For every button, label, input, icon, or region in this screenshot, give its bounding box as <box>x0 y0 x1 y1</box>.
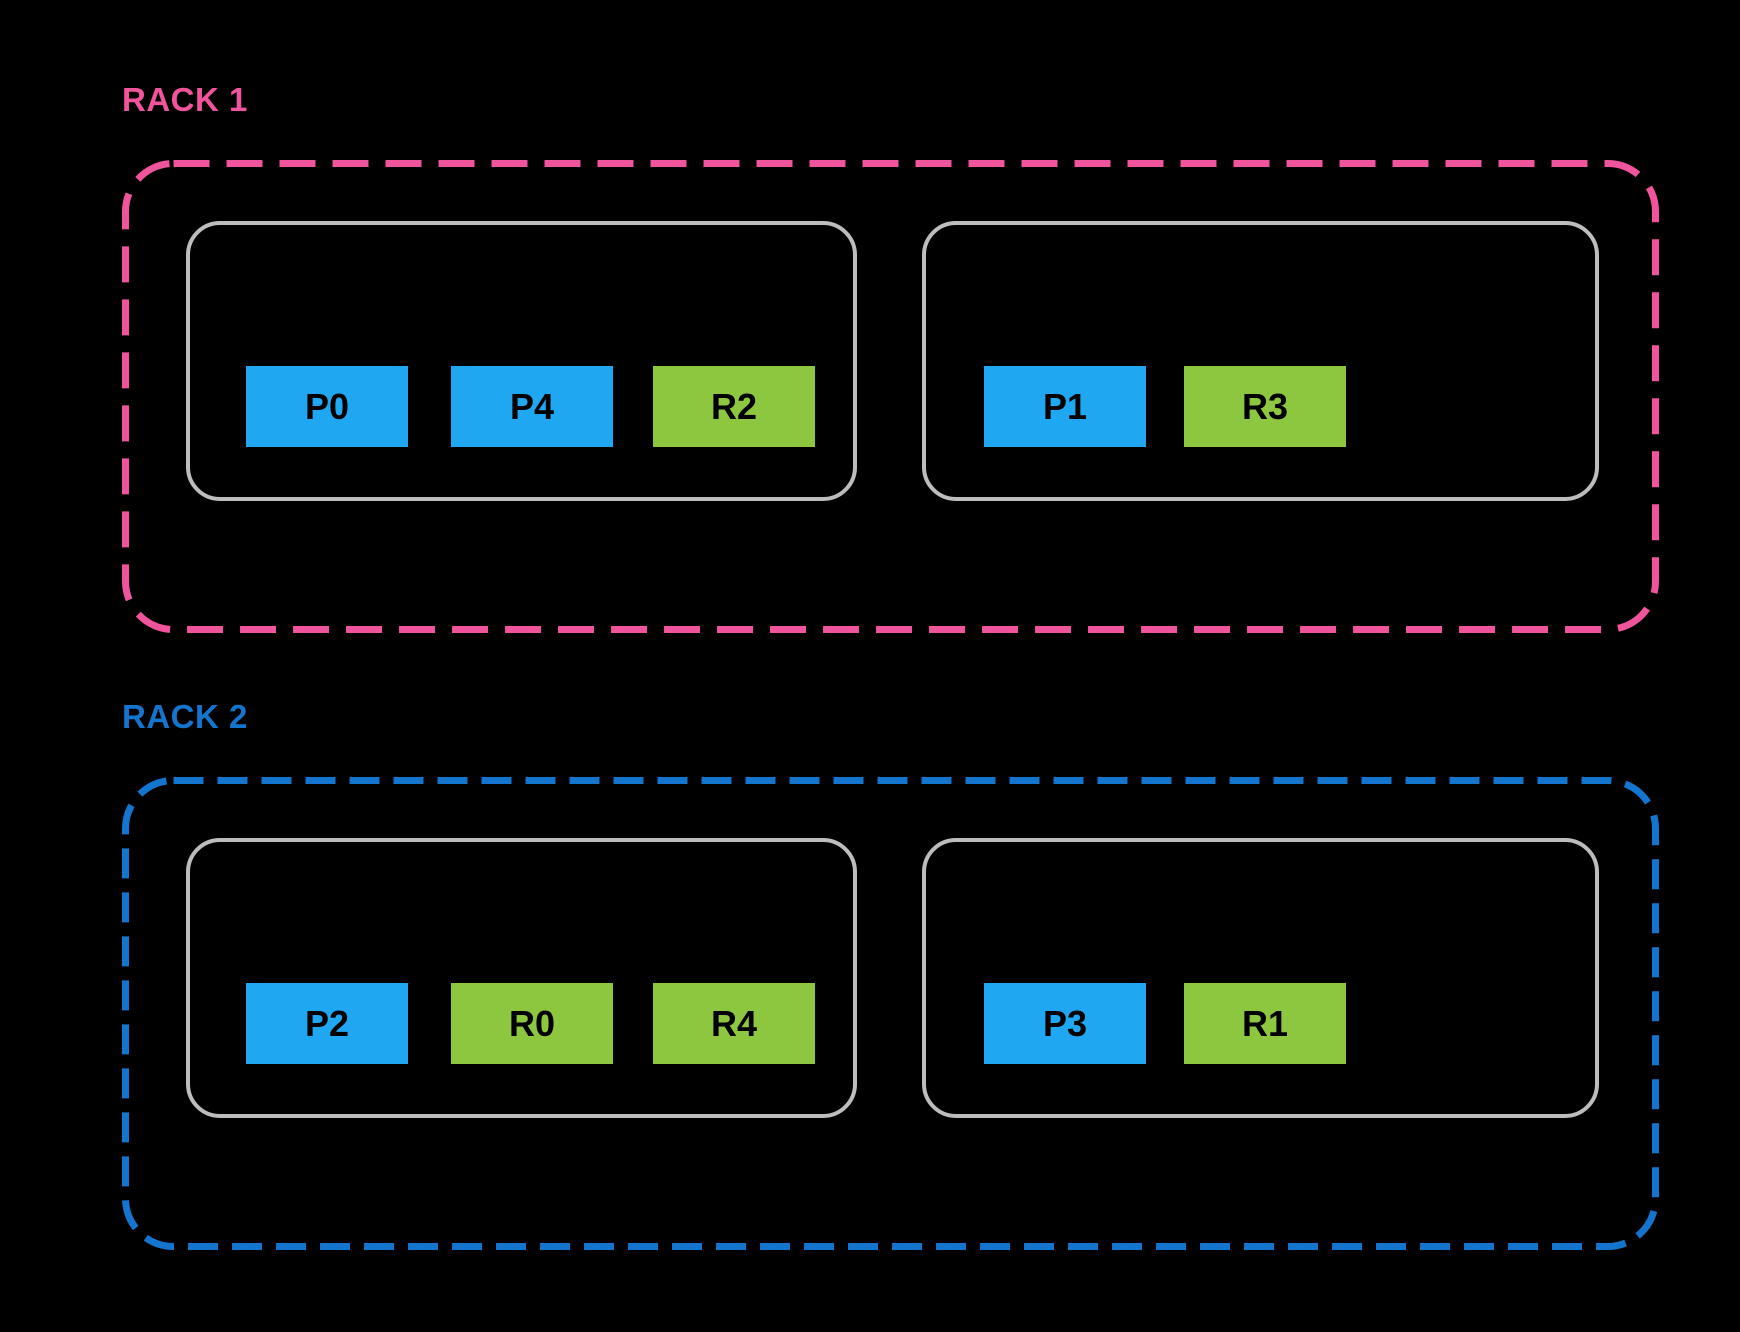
rack1-dashed-border <box>122 160 1659 633</box>
chip-p1: P1 <box>984 366 1146 447</box>
rack2-node-1: P2 R0 R4 <box>186 838 857 1118</box>
rack2-label: RACK 2 <box>122 698 248 735</box>
chip-r4: R4 <box>653 983 815 1064</box>
chip-p2: P2 <box>246 983 408 1064</box>
rack2-node-2: P3 R1 <box>922 838 1599 1118</box>
chip-p4: P4 <box>451 366 613 447</box>
chip-p0: P0 <box>246 366 408 447</box>
rack2-boundary: P2 R0 R4 P3 R1 <box>122 777 1659 1250</box>
chip-r1: R1 <box>1184 983 1346 1064</box>
rack2-dashed-border <box>122 777 1659 1250</box>
chip-r2: R2 <box>653 366 815 447</box>
rack1-node-1: P0 P4 R2 <box>186 221 857 501</box>
rack1-label: RACK 1 <box>122 81 248 118</box>
chip-p3: P3 <box>984 983 1146 1064</box>
chip-r0: R0 <box>451 983 613 1064</box>
rack1-boundary: P0 P4 R2 P1 R3 <box>122 160 1659 633</box>
rack1-node-2: P1 R3 <box>922 221 1599 501</box>
chip-r3: R3 <box>1184 366 1346 447</box>
